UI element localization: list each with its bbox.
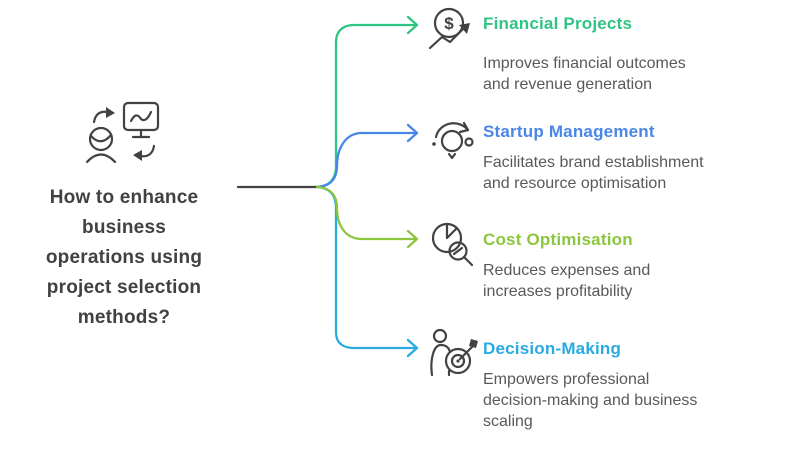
person-computer-sync-icon <box>85 101 160 164</box>
branch-desc-cost-optimisation: Reduces expenses and increases profitabi… <box>483 262 651 300</box>
connector-decision <box>313 185 419 358</box>
branch-desc-startup-management: Facilitates brand establishment and reso… <box>483 154 704 192</box>
connector-cost <box>313 185 419 249</box>
connector-financial <box>313 15 419 189</box>
branch-desc-financial-projects: Improves financial outcomes and revenue … <box>483 55 686 93</box>
branch-title-cost-optimisation: Cost Optimisation <box>483 230 633 249</box>
person-target-icon <box>430 328 478 377</box>
pie-magnifier-icon <box>431 222 474 267</box>
money-growth-icon: $ <box>428 7 470 50</box>
connector-startup <box>313 123 419 189</box>
branch-title-startup-management: Startup Management <box>483 122 655 141</box>
center-question: How to enhance business operations using… <box>45 187 203 328</box>
center-node: How to enhance business operations using… <box>19 100 229 333</box>
svg-text:$: $ <box>444 14 454 33</box>
branch-title-decision-making: Decision-Making <box>483 339 622 358</box>
idea-refresh-icon <box>432 121 474 160</box>
branch-title-financial-projects: Financial Projects <box>483 14 633 33</box>
branch-desc-decision-making: Empowers professional decision-making an… <box>483 371 698 430</box>
